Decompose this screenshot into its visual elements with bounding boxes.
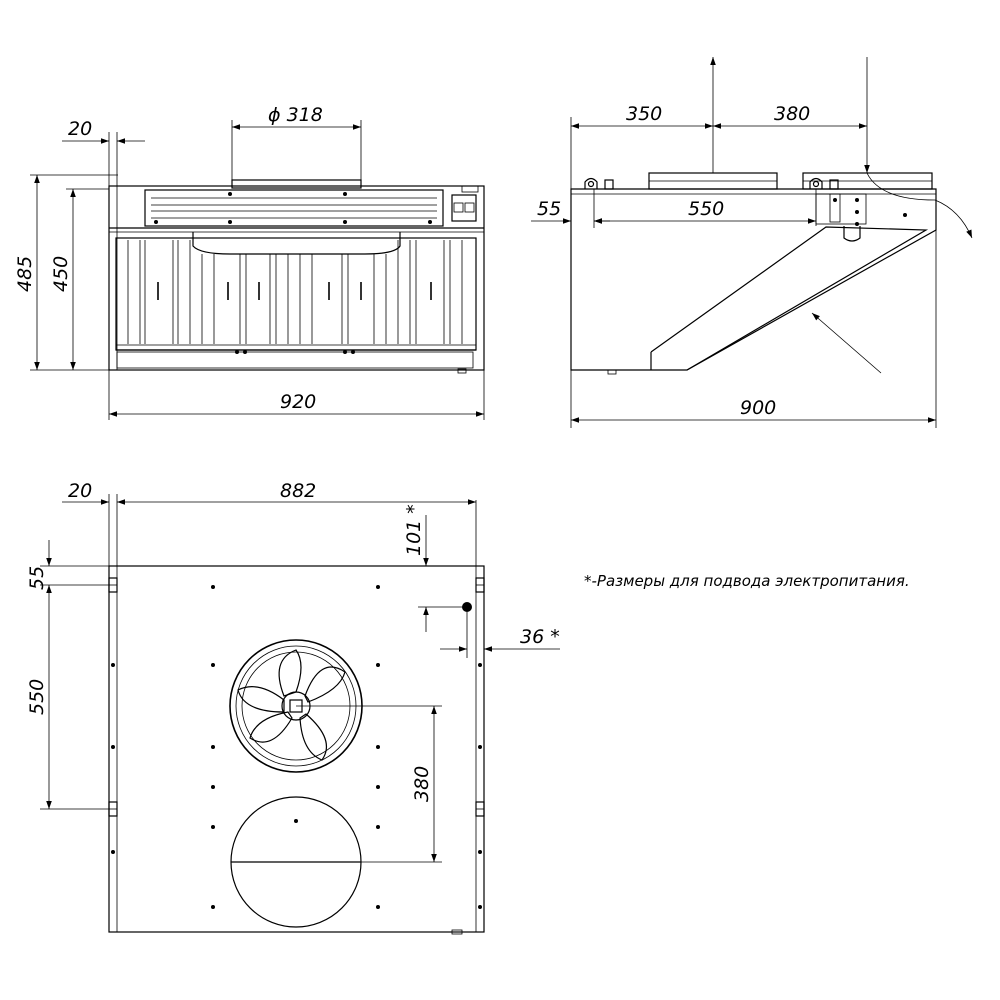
side-dim-mount-span: 550 [594,189,817,226]
fan-icon [229,639,363,773]
bottom-dim-width: 20 882 [62,480,477,566]
supply-air-arrow [866,172,973,239]
side-mount-lugs [584,177,839,190]
front-dim-outlet-diameter: ϕ 318 [231,104,362,180]
front-dim-total-height: 485 [14,174,118,371]
front-filters [115,192,477,374]
power-supply-note: *-Размеры для подвода электропитания. [584,572,910,590]
bottom-dim-power-x: 36 * [440,612,560,658]
bottom-rivets [111,585,482,909]
front-dim-outlet-diameter-label: ϕ 318 [268,104,323,126]
side-view: 350 380 55 550 900 [531,57,973,428]
side-dim-depth-label: 900 [740,397,776,419]
side-dim-top-offsets: 350 380 [570,103,867,189]
side-dim-top-offset-label: 55 [537,198,561,220]
side-dim-depth: 900 [570,230,937,428]
front-dim-body-height-label: 450 [50,256,72,292]
front-dim-body-height: 450 [50,188,109,370]
front-control-box [451,194,477,222]
front-outlet-spigot [231,179,362,189]
front-body-outline [108,185,485,371]
bottom-dim-top-offset-label: 55 [26,566,48,590]
bottom-view: 20 882 101 * 36 * 55 550 [26,480,560,935]
bottom-dim-width-label: 882 [280,480,316,502]
front-dim-wall-gap-label: 20 [68,118,92,140]
side-dim-inlet-offset-label: 380 [774,103,810,125]
bottom-dim-fan-outlet-label: 380 [411,766,433,802]
bottom-dim-wall-gap-label: 20 [68,480,92,502]
front-view: 20 ϕ 318 485 450 920 [14,104,485,420]
side-dim-mount-span-label: 550 [688,198,724,220]
side-dim-outlet-offset-label: 350 [626,103,662,125]
bottom-dim-mount-span-label: 550 [26,679,48,715]
bottom-dim-power-y-label: 101 * [403,504,425,556]
front-dim-width-label: 920 [280,391,316,413]
bottom-dim-power-x-label: 36 * [520,626,560,648]
bottom-body-outline [108,565,485,933]
suction-arrow [811,312,882,374]
bottom-dim-left: 55 550 [26,540,109,810]
bottom-dim-fan-outlet: 380 [296,705,442,863]
front-dim-wall-gap: 20 [62,118,145,186]
front-grille-panel [144,189,444,227]
bottom-dim-power-y: 101 * [403,504,467,632]
side-filter-slope [650,226,929,371]
front-dim-total-height-label: 485 [14,256,36,292]
front-dim-width: 920 [108,370,485,420]
